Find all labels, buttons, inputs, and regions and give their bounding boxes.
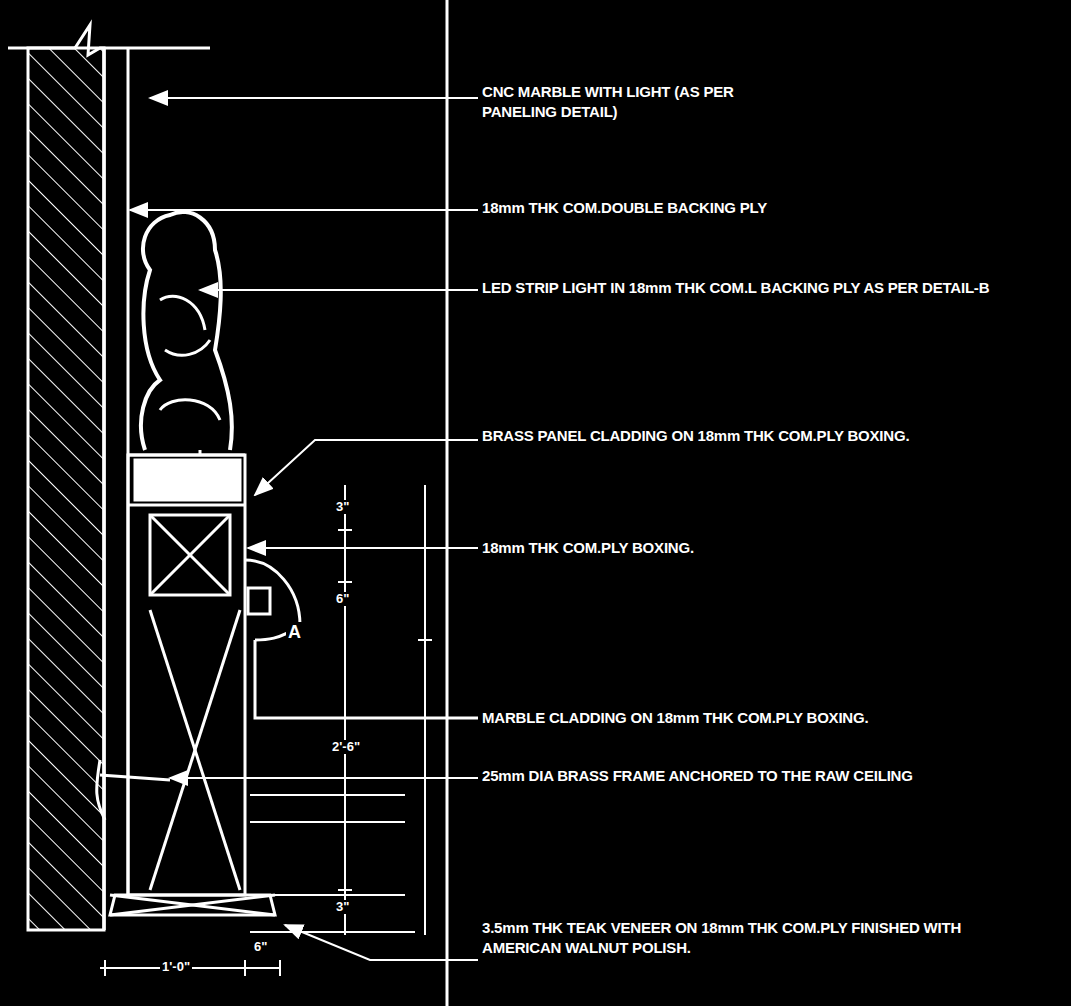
dimension-text: 2'-6" [330, 740, 362, 754]
note-label: 3.5mm THK TEAK VENEER ON 18mm THK COM.PL… [482, 918, 982, 958]
note-label: BRASS PANEL CLADDING ON 18mm THK COM.PLY… [482, 426, 1042, 446]
dimension-text: 1'-0" [160, 960, 192, 974]
note-label: 18mm THK COM.DOUBLE BACKING PLY [482, 198, 1042, 218]
dimension-text: 6" [252, 940, 269, 954]
dimension-text: 3" [334, 500, 351, 514]
note-label: CNC MARBLE WITH LIGHT (AS PER PANELING D… [482, 82, 782, 122]
note-label: MARBLE CLADDING ON 18mm THK COM.PLY BOXI… [482, 708, 1062, 728]
note-label: 18mm THK COM.PLY BOXING. [482, 538, 1042, 558]
note-label: 25mm DIA BRASS FRAME ANCHORED TO THE RAW… [482, 766, 1042, 786]
dimension-text: 3" [334, 900, 351, 914]
note-label: LED STRIP LIGHT IN 18mm THK COM.L BACKIN… [482, 278, 1042, 298]
callout-letter: A [286, 622, 303, 642]
dimension-text: 6" [334, 592, 351, 606]
